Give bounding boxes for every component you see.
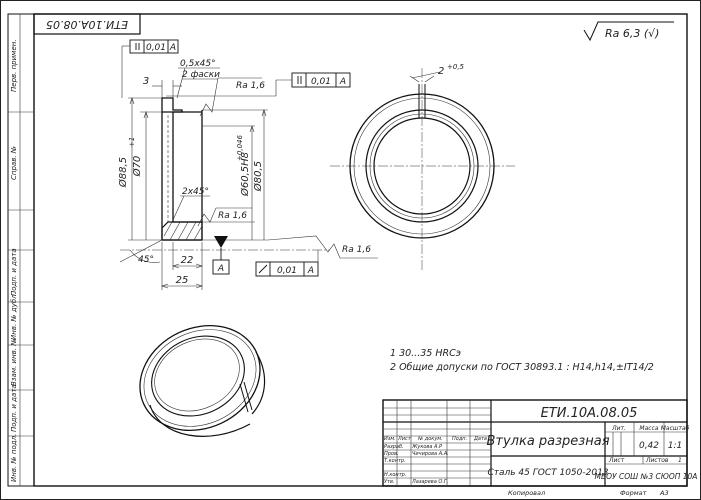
strip-label-7: Инв. № подл.	[10, 434, 18, 482]
tb-role-3: Т.контр.	[384, 458, 406, 464]
dim-d2: Ø70	[131, 156, 143, 178]
roughness-r1: Ra 1,6	[236, 81, 265, 91]
tb-name-2: Чичирова А.А.	[412, 451, 449, 457]
dim-len-22: 22	[181, 255, 194, 266]
dim-d2-tol: +1	[128, 137, 136, 147]
datum-a: A	[212, 236, 230, 275]
tb-designation: ЕТИ.10А.08.05	[541, 406, 638, 421]
side-strip: Перв. примен. Справ. № Подп. и дата Инв.…	[7, 13, 35, 487]
tb-role-5: Утв.	[384, 479, 395, 485]
dim-chamfers-note: 2 фаски	[182, 70, 220, 80]
dim-angle: 45°	[138, 255, 154, 265]
strip-label-2: Справ. №	[10, 146, 18, 180]
dim-chamfer-bottom: 2x45°	[182, 187, 209, 197]
tb-name-5: Лазарева О.Г.	[411, 479, 448, 485]
tb-col-izm: Изм.	[384, 436, 396, 442]
dim-chamfer-top: 0,5x45°	[180, 59, 216, 69]
dim-d3: Ø60,5H8	[239, 152, 251, 197]
tol-1-value: 0,01	[146, 43, 166, 53]
tb-organization: МБОУ СОШ №3 СЮОП 10А	[595, 472, 698, 481]
tolerance-frame-2: 0,01 A	[166, 72, 351, 97]
tolerance-frame-1: 0,01 A	[121, 39, 179, 98]
roughness-r3: Ra 1,6	[342, 245, 371, 255]
designation-rotated-box: ЕТИ.10А.08.05	[33, 13, 141, 35]
tb-col-list: Лист	[397, 436, 412, 442]
tb-title: Втулка разрезная	[486, 434, 609, 449]
isometric-view	[139, 325, 266, 437]
note-1: 1 30...35 HRCэ	[390, 348, 461, 359]
tb-format-value: A3	[659, 489, 669, 497]
front-view: 2 +0,5	[330, 63, 515, 272]
tol-3-value: 0,01	[277, 266, 297, 276]
section-view: Ø88,5 Ø70 +1 Ø60,5H8 +0,046 Ø80,5 22 25 …	[117, 39, 378, 290]
strip-label-4: Инв. № дубл.	[10, 292, 18, 340]
tb-sheet-label: Лист	[608, 457, 625, 464]
title-block: Изм. Лист № докум. Подп. Дата Разраб. Пр…	[382, 399, 698, 497]
tb-mass-header: Масса	[639, 425, 658, 432]
general-roughness-text: Ra 6,3 (√)	[605, 27, 659, 40]
strip-label-3: Подп. и дата	[10, 248, 18, 296]
dim-slot-tol: +0,5	[447, 63, 465, 71]
dim-len-25: 25	[176, 275, 189, 286]
tb-material: Сталь 45 ГОСТ 1050-2013	[487, 468, 608, 478]
tol-2-value: 0,01	[311, 77, 331, 87]
tb-role-2: Пров.	[384, 451, 399, 457]
tb-scale-header: Масштаб	[661, 425, 690, 432]
tb-sheets-label: Листов	[645, 457, 669, 464]
strip-label-6: Подп. и дата	[10, 384, 18, 432]
tb-name-1: Жукова А.Р	[411, 444, 442, 450]
tb-col-doc: № докум.	[417, 436, 443, 442]
datum-letter: A	[217, 264, 224, 274]
strip-label-1: Перв. примен.	[10, 39, 18, 92]
general-roughness: Ra 6,3 (√)	[583, 21, 674, 42]
strip-label-5: Взам. инв. №	[10, 338, 18, 386]
roughness-r2: Ra 1,6	[218, 211, 247, 221]
dim-slot: 2	[438, 66, 444, 77]
designation-rotated: ЕТИ.10А.08.05	[46, 18, 128, 31]
technical-notes: 1 30...35 HRCэ 2 Общие допуски по ГОСТ 3…	[390, 348, 654, 373]
tb-role-1: Разраб.	[384, 444, 404, 450]
tolerance-frame-3: 0,01 A	[255, 250, 319, 277]
note-2: 2 Общие допуски по ГОСТ 30893.1 : H14,h1…	[390, 362, 654, 373]
dim-d1: Ø88,5	[117, 157, 129, 188]
tb-col-sign: Подп.	[452, 436, 467, 442]
dim-d4: Ø80,5	[252, 161, 264, 192]
tol-3-base: A	[307, 266, 314, 276]
tol-1-base: A	[169, 43, 176, 53]
tb-footer-format: Формат	[620, 489, 647, 497]
tb-sheets-count: 1	[678, 457, 682, 464]
tol-2-base: A	[339, 77, 346, 87]
tb-scale: 1:1	[668, 441, 682, 451]
tb-role-4: Н.контр.	[384, 472, 406, 478]
tb-footer-copied: Копировал	[508, 489, 545, 497]
tb-mass: 0,42	[639, 441, 659, 451]
dim-d3-tol: +0,046	[236, 135, 244, 161]
tb-col-date: Дата	[473, 436, 487, 442]
dim-len-3: 3	[143, 76, 149, 87]
tb-lit-header: Лит.	[611, 425, 626, 432]
